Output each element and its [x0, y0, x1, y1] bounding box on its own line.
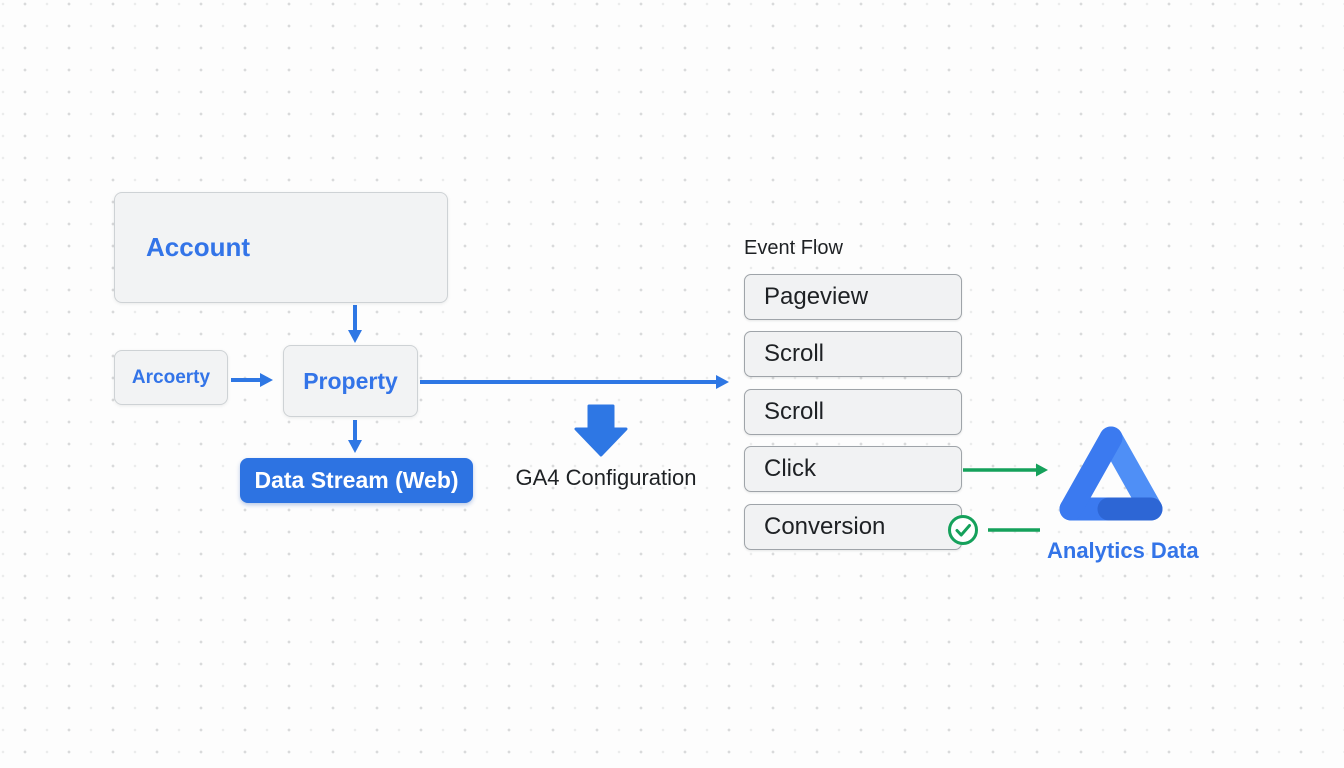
event-box-conversion: Conversion [744, 504, 962, 550]
check-circle-icon [948, 515, 978, 545]
event-box-scroll-1: Scroll [744, 331, 962, 377]
event-label: Scroll [764, 398, 825, 425]
analytics-triangle-logo-icon [1059, 426, 1163, 521]
node-account: Account [114, 192, 448, 303]
analytics-data-label: Analytics Data [1047, 538, 1199, 563]
event-label: Conversion [764, 513, 886, 540]
ga4-thick-down-arrow-icon [574, 404, 628, 457]
ga4-configuration-label: GA4 Configuration [515, 465, 697, 490]
event-box-pageview: Pageview [744, 274, 962, 320]
node-arcoerty: Arcoerty [114, 350, 228, 405]
node-account-label: Account [146, 232, 250, 262]
event-box-click: Click [744, 446, 962, 492]
event-box-scroll-2: Scroll [744, 389, 962, 435]
event-label: Scroll [764, 340, 825, 367]
node-data-stream-web: Data Stream (Web) [240, 458, 473, 503]
event-flow-title: Event Flow [744, 237, 843, 259]
node-data-stream-label: Data Stream (Web) [254, 467, 459, 493]
event-label: Pageview [764, 283, 869, 310]
event-label: Click [764, 455, 816, 482]
node-property: Property [283, 345, 418, 417]
node-arcoerty-label: Arcoerty [131, 366, 211, 388]
node-property-label: Property [303, 367, 398, 394]
